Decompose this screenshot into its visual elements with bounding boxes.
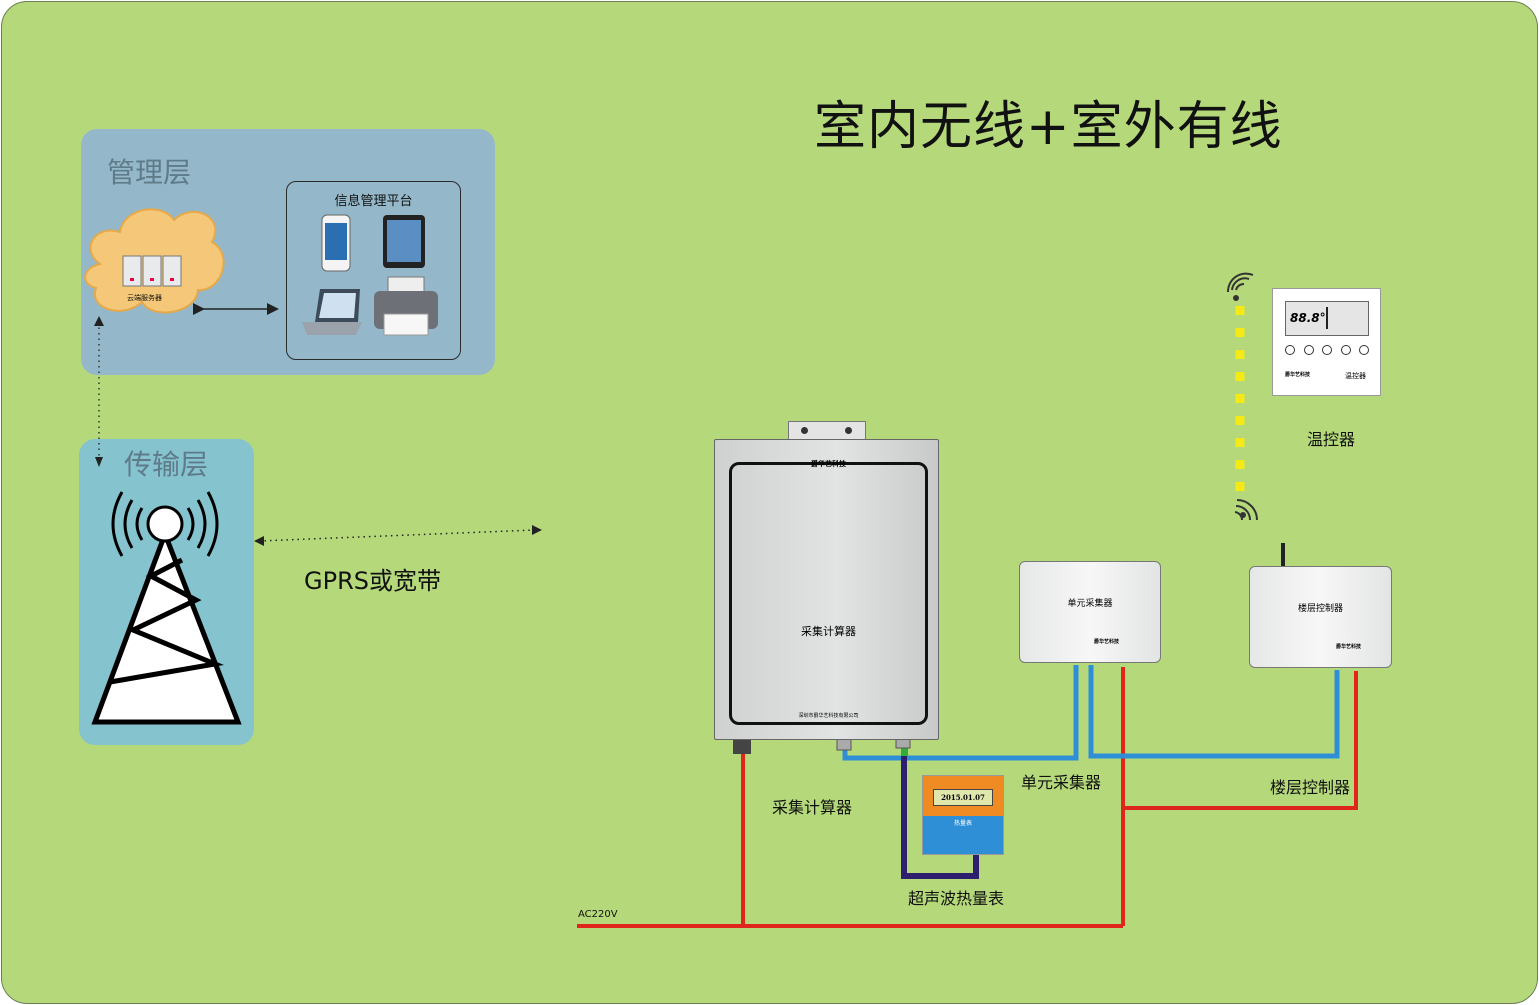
collector-calculator-panel: 爵华艺科技 采集计算器 深圳市爵华艺科技有限公司: [729, 460, 928, 725]
floor-controller-device-label: 楼层控制器: [1297, 604, 1343, 614]
unit-collector-device-label: 单元采集器: [1067, 599, 1113, 609]
thermostat-device-label: 温控器: [1345, 372, 1366, 380]
unit-collector-label: 单元采集器: [1021, 773, 1102, 792]
tablet-icon: [383, 215, 425, 268]
thermostat-display: 88.8°: [1285, 301, 1369, 336]
collector-brand-logo: 爵华艺科技: [811, 460, 846, 468]
gprs-arrow-right: [532, 525, 542, 535]
gprs-link-dotted: [258, 529, 536, 542]
unit-collector-brand-logo: 爵华艺科技: [1094, 639, 1120, 645]
power-label: AC220V: [578, 909, 618, 920]
diagram-title: 室内无线+室外有线: [814, 97, 1283, 157]
gprs-arrow-left: [254, 536, 264, 546]
info-platform-label: 信息管理平台: [334, 194, 413, 209]
data-lines: [842, 665, 1340, 761]
thermostat-display-value: 88.8°: [1290, 311, 1326, 325]
thermostat-buttons: [1285, 345, 1369, 355]
heat-meter-label: 超声波热量表: [908, 889, 1005, 908]
floor-controller-brand-logo: 爵华艺科技: [1336, 644, 1362, 650]
thermostat-label: 温控器: [1307, 430, 1356, 449]
wifi-signal-icon-bottom: [1234, 499, 1258, 521]
transport-layer-label: 传输层: [124, 448, 209, 481]
collector-calculator-label: 采集计算器: [772, 798, 853, 817]
heat-meter-display: 2015.01.07: [933, 789, 993, 806]
floor-controller-label: 楼层控制器: [1270, 778, 1351, 797]
management-layer-label: 管理层: [107, 156, 192, 189]
thermostat-brand-logo: 爵华艺科技: [1285, 372, 1311, 378]
unit-collector-device: 单元采集器 爵华艺科技: [1019, 561, 1161, 663]
meter-line: [901, 756, 979, 879]
info-platform-box: 信息管理平台: [286, 181, 461, 360]
power-lines: [577, 667, 1358, 928]
printer-icon: [374, 276, 438, 336]
wifi-signal-icon-top: [1226, 272, 1254, 301]
cable-gland-icons: [733, 737, 911, 754]
floor-controller-device: 楼层控制器 爵华艺科技: [1249, 566, 1392, 668]
phone-icon: [321, 214, 351, 272]
tower-icon: [91, 491, 242, 725]
cloud-server-label: 云端服务器: [127, 294, 162, 302]
heat-meter-title: 热量表: [953, 820, 972, 827]
layer-link-arrow-down: [95, 457, 103, 467]
heat-meter-device: 2015.01.07 热量表: [922, 775, 1004, 855]
layer-link-arrow-up: [94, 316, 104, 326]
laptop-icon: [302, 289, 362, 335]
collector-calculator-device-label: 采集计算器: [801, 625, 856, 638]
thermostat-device: 88.8° 爵华艺科技 温控器: [1272, 288, 1381, 396]
meter-port: [901, 746, 908, 756]
gprs-label: GPRS或宽带: [304, 567, 441, 595]
server-icon: [122, 255, 182, 287]
collector-calculator-device: 爵华艺科技 采集计算器 深圳市爵华艺科技有限公司: [714, 439, 939, 740]
collector-footer-text: 深圳市爵华艺科技有限公司: [798, 713, 859, 719]
